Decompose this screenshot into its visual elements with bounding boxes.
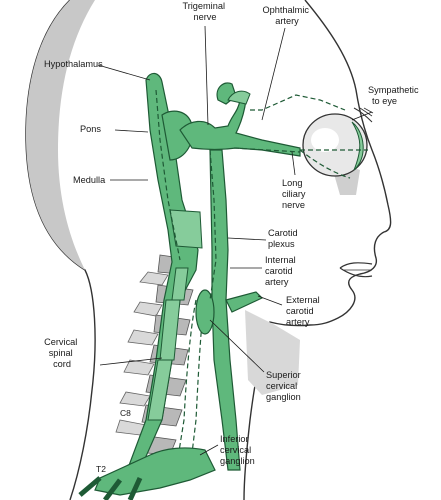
label-inferior-cervical-ganglion: Inferior cervical ganglion [220,434,255,466]
label-pons: Pons [80,124,101,134]
label-superior-cervical-ganglion: Superior cervical ganglion [266,370,303,402]
label-trigeminal-nerve: Trigeminal nerve [182,1,227,22]
label-medulla: Medulla [73,175,106,185]
label-c8: C8 [120,408,131,418]
trigeminal-nerve [179,82,301,157]
label-t2: T2 [96,464,106,474]
label-sympathetic-to-eye: Sympathetic to eye [368,85,421,106]
label-ophthalmic-artery: Ophthalmic artery [262,5,311,26]
label-carotid-plexus: Carotid plexus [268,228,300,249]
internal-carotid-artery [209,149,264,471]
label-hypothalamus: Hypothalamus [44,59,103,69]
label-cervical-spinal-cord: Cervical spinal cord [44,337,80,369]
label-long-ciliary-nerve: Long ciliary nerve [282,178,308,210]
head-silhouette [25,0,392,500]
pathway-dashed-lines [155,89,368,301]
leader-lines [97,25,373,456]
eyeball [302,107,374,177]
label-internal-carotid-artery: Internal carotid artery [265,255,298,287]
sympathetic-chain [78,289,216,500]
mouth [339,262,373,278]
label-external-carotid-artery: External carotid artery [286,295,322,327]
labels: Trigeminal nerve Ophthalmic artery Hypot… [44,1,421,474]
